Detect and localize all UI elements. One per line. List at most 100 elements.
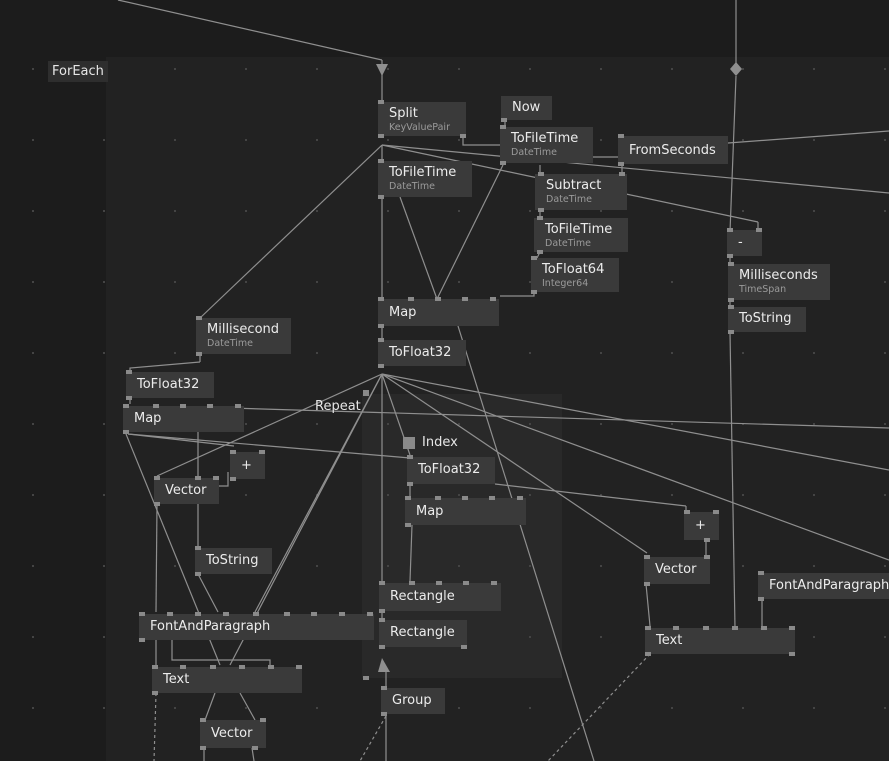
node-pin[interactable] — [756, 228, 762, 232]
node-pin[interactable] — [195, 476, 201, 480]
node-pin[interactable] — [789, 652, 795, 656]
node-vector-bottom[interactable]: Vector — [200, 718, 266, 750]
node-pin[interactable] — [462, 496, 468, 500]
node-pin[interactable] — [436, 581, 442, 585]
node-pin[interactable] — [408, 297, 414, 301]
node-vector-right[interactable]: Vector — [644, 555, 710, 586]
node-pin[interactable] — [378, 297, 384, 301]
node-pin[interactable] — [644, 555, 650, 559]
node-pin[interactable] — [618, 162, 624, 166]
node-tofiletime-split[interactable]: ToFileTime DateTime — [378, 159, 472, 199]
node-pin[interactable] — [259, 450, 265, 454]
node-pin[interactable] — [407, 482, 413, 486]
node-pin[interactable] — [758, 597, 764, 601]
node-pin[interactable] — [684, 510, 690, 514]
node-pin[interactable] — [196, 316, 202, 320]
node-pin[interactable] — [296, 665, 302, 669]
node-pin[interactable] — [200, 718, 206, 722]
node-tostring-right[interactable]: ToString — [728, 305, 806, 334]
node-group[interactable]: Group — [381, 686, 445, 716]
node-fontandparagraph-left[interactable]: FontAndParagraph — [139, 612, 374, 642]
node-pin[interactable] — [210, 665, 216, 669]
node-tofiletime-sub[interactable]: ToFileTime DateTime — [534, 216, 628, 254]
node-pin[interactable] — [462, 297, 468, 301]
node-pin[interactable] — [378, 134, 384, 138]
node-milliseconds-timespan[interactable]: Milliseconds TimeSpan — [728, 262, 830, 302]
node-rectangle-2[interactable]: Rectangle — [379, 618, 467, 649]
node-pin[interactable] — [253, 612, 259, 616]
node-pin[interactable] — [531, 256, 537, 260]
node-pin[interactable] — [489, 496, 495, 500]
node-map-repeat[interactable]: Map — [405, 496, 526, 527]
node-pin[interactable] — [311, 612, 317, 616]
node-tofloat32-left[interactable]: ToFloat32 — [126, 370, 214, 400]
node-pin[interactable] — [167, 612, 173, 616]
node-pin[interactable] — [195, 572, 201, 576]
node-pin[interactable] — [703, 626, 709, 630]
node-pin[interactable] — [139, 638, 145, 642]
node-map-left[interactable]: Map — [123, 404, 244, 434]
node-pin[interactable] — [517, 496, 523, 500]
node-pin[interactable] — [461, 645, 467, 649]
node-pin[interactable] — [491, 581, 497, 585]
node-pin[interactable] — [153, 404, 159, 408]
node-pin[interactable] — [152, 665, 158, 669]
node-tofiletime-now[interactable]: ToFileTime DateTime — [500, 125, 593, 165]
node-fontandparagraph-right[interactable]: FontAndParagraph — [758, 571, 889, 601]
node-pin[interactable] — [704, 555, 710, 559]
node-pin[interactable] — [378, 195, 384, 199]
node-pin[interactable] — [379, 581, 385, 585]
node-plus-left[interactable]: + — [230, 450, 265, 481]
node-pin[interactable] — [126, 370, 132, 374]
node-pin[interactable] — [379, 618, 385, 622]
node-pin[interactable] — [405, 523, 411, 527]
node-pin[interactable] — [239, 665, 245, 669]
node-pin[interactable] — [531, 290, 537, 294]
node-pin[interactable] — [732, 626, 738, 630]
node-pin[interactable] — [500, 161, 506, 165]
node-pin[interactable] — [378, 100, 384, 104]
node-pin[interactable] — [378, 324, 384, 328]
node-subtract[interactable]: Subtract DateTime — [535, 172, 627, 212]
node-pin[interactable] — [378, 159, 384, 163]
node-pin[interactable] — [538, 208, 544, 212]
node-pin[interactable] — [490, 297, 496, 301]
node-pin[interactable] — [230, 477, 236, 481]
node-split[interactable]: Split KeyValuePair — [378, 100, 466, 138]
node-millisecond-datetime[interactable]: Millisecond DateTime — [196, 316, 291, 356]
node-pin[interactable] — [644, 582, 650, 586]
node-pin[interactable] — [435, 297, 441, 301]
node-pin[interactable] — [728, 262, 734, 266]
node-tofloat32-mid[interactable]: ToFloat32 — [378, 338, 466, 368]
node-pin[interactable] — [728, 298, 734, 302]
node-pin[interactable] — [200, 746, 206, 750]
node-pin[interactable] — [538, 172, 544, 176]
node-pin[interactable] — [139, 612, 145, 616]
node-pin[interactable] — [195, 612, 201, 616]
node-pin[interactable] — [252, 746, 258, 750]
node-pin[interactable] — [789, 626, 795, 630]
node-pin[interactable] — [230, 450, 236, 454]
node-tofloat64[interactable]: ToFloat64 Integer64 — [531, 256, 619, 294]
repeat-output-pin[interactable] — [363, 676, 369, 680]
node-pin[interactable] — [673, 626, 679, 630]
node-pin[interactable] — [154, 502, 160, 506]
node-pin[interactable] — [180, 665, 186, 669]
node-rectangle-1[interactable]: Rectangle — [379, 581, 501, 613]
node-pin[interactable] — [761, 626, 767, 630]
node-tostring-left[interactable]: ToString — [195, 546, 272, 576]
node-pin[interactable] — [501, 118, 507, 122]
node-pin[interactable] — [409, 581, 415, 585]
node-pin[interactable] — [260, 718, 266, 722]
node-pin[interactable] — [645, 626, 651, 630]
node-pin[interactable] — [195, 546, 201, 550]
node-now[interactable]: Now — [501, 96, 552, 122]
node-pin[interactable] — [213, 476, 219, 480]
node-pin[interactable] — [407, 455, 413, 459]
node-pin[interactable] — [500, 125, 506, 129]
node-pin[interactable] — [223, 612, 229, 616]
node-plus-right[interactable]: + — [684, 510, 719, 542]
node-pin[interactable] — [727, 228, 733, 232]
node-vector-left[interactable]: Vector — [154, 476, 219, 506]
